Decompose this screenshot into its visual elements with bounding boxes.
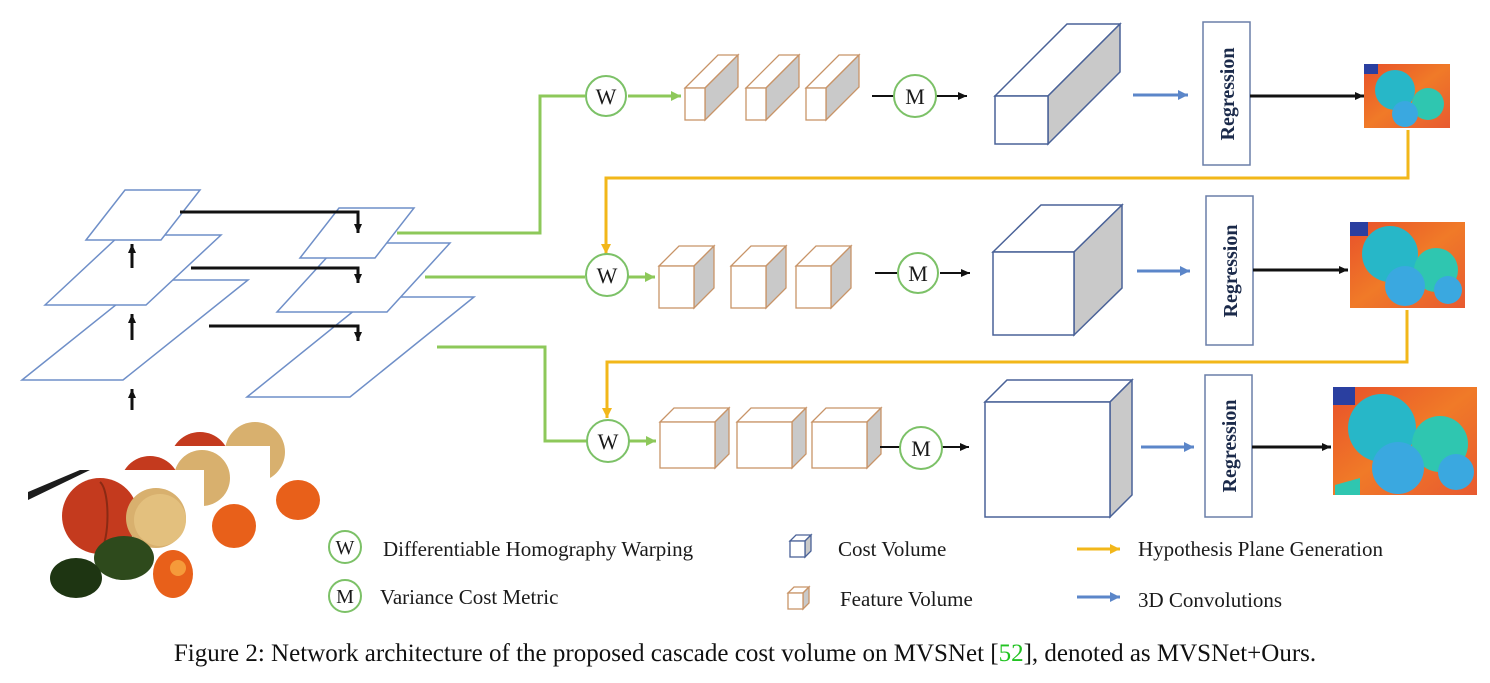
legend-metric-icon <box>328 579 362 613</box>
feature-plane-level-2 <box>275 242 452 313</box>
feature-volume-stage-3-2 <box>735 406 808 470</box>
image-pyramid <box>19 189 251 381</box>
green-branch-stage-3 <box>437 345 587 443</box>
legend-metric: M Variance Cost Metric <box>328 579 558 613</box>
pyramid-plane-level-2 <box>43 234 223 306</box>
legend-conv: 3D Convolutions <box>1077 588 1282 612</box>
warp-icon <box>585 253 629 297</box>
hypothesis-arrows <box>601 130 1410 418</box>
regression-label-stage-3: Regression <box>1219 400 1241 493</box>
cost-volume-stage-2 <box>991 203 1124 337</box>
cost-volume-stage-1 <box>993 22 1122 146</box>
depth-map-stage-3 <box>1333 387 1477 495</box>
feature-volume-stage-1-1 <box>683 53 740 122</box>
legend-feature-volume-label: Feature Volume <box>840 587 973 611</box>
pyramid-plane-level-3 <box>84 189 202 241</box>
metric-icon <box>897 252 939 294</box>
legend-warp-label: Differentiable Homography Warping <box>383 537 694 561</box>
caption-citation[interactable]: 52 <box>998 640 1024 667</box>
warp-icon <box>586 419 630 463</box>
feature-plane-level-1 <box>244 296 477 398</box>
conv-arrows <box>1133 90 1194 452</box>
caption-prefix: Figure 2: Network architecture of the pr… <box>173 640 999 667</box>
warp-circle-stage-3: W <box>586 419 630 463</box>
legend-metric-label: Variance Cost Metric <box>380 585 558 609</box>
feature-volumes <box>657 53 883 470</box>
feature-volume-stage-3-3 <box>810 406 883 470</box>
green-branch-stage-1 <box>397 94 585 235</box>
legend-hypothesis: Hypothesis Plane Generation <box>1077 537 1383 561</box>
feature-volume-icon <box>786 585 811 611</box>
regression-label-stage-2: Regression <box>1220 225 1242 318</box>
warp-symbol-stage-3: W <box>598 429 619 454</box>
metric-symbol-stage-2: M <box>908 261 928 286</box>
warp-circle-stage-1: W <box>585 75 627 117</box>
regression-label-stage-1: Regression <box>1217 48 1239 141</box>
warp-icon <box>585 75 627 117</box>
lateral-arrow-3 <box>209 324 362 341</box>
legend-warp-symbol: W <box>336 537 355 559</box>
lateral-arrow-1 <box>180 210 362 233</box>
figure-caption: Figure 2: Network architecture of the pr… <box>0 640 1490 668</box>
legend: W Differentiable Homography Warping M Va… <box>328 530 1383 613</box>
feature-volume-stage-2-3 <box>794 244 853 310</box>
feature-volume-stage-3-1 <box>658 406 731 470</box>
legend-hypothesis-label: Hypothesis Plane Generation <box>1138 537 1383 561</box>
green-arrows <box>628 91 681 446</box>
green-branches <box>397 94 587 443</box>
legend-conv-label: 3D Convolutions <box>1138 588 1282 612</box>
legend-metric-symbol: M <box>336 586 354 608</box>
feature-volume-stage-2-2 <box>729 244 788 310</box>
metric-arrows <box>872 92 970 451</box>
cost-volumes <box>983 22 1134 519</box>
metric-symbol-stage-1: M <box>905 84 925 109</box>
input-image-1 <box>28 470 204 602</box>
metric-icon <box>893 74 937 118</box>
legend-feature-volume: Feature Volume <box>786 585 973 611</box>
warp-symbol-stage-1: W <box>596 84 617 109</box>
legend-warp: W Differentiable Homography Warping <box>328 530 694 564</box>
lateral-arrow-2 <box>191 266 362 283</box>
metric-symbol-stage-3: M <box>911 436 931 461</box>
metric-circle-stage-3: M <box>899 426 943 470</box>
output-arrows <box>1250 92 1364 451</box>
regression-box-stage-1: Regression <box>1202 21 1251 166</box>
regression-box-stage-2: Regression <box>1205 195 1254 346</box>
yellow-arrow-1-to-2 <box>601 130 1410 254</box>
legend-warp-icon <box>328 530 362 564</box>
input-images <box>28 422 328 602</box>
cost-volume-icon <box>788 533 813 559</box>
operation-circles: W W W M M M <box>585 74 943 470</box>
depth-map-stage-1 <box>1364 64 1450 128</box>
pyramid-plane-level-1 <box>19 279 251 381</box>
warp-symbol-stage-2: W <box>597 263 618 288</box>
regression-box-stage-3: Regression <box>1204 374 1253 518</box>
caption-suffix: ], denoted as MVSNet+Ours. <box>1023 640 1317 667</box>
warp-circle-stage-2: W <box>585 253 629 297</box>
legend-cost-volume-label: Cost Volume <box>838 537 946 561</box>
depth-map-stage-2 <box>1350 222 1465 308</box>
legend-cost-volume: Cost Volume <box>788 533 946 561</box>
regression-boxes: Regression Regression Regression <box>1202 21 1254 518</box>
yellow-arrow-2-to-3 <box>602 310 1409 418</box>
feature-volume-stage-1-2 <box>744 53 801 122</box>
metric-icon <box>899 426 943 470</box>
lateral-connections <box>180 210 362 341</box>
feature-pyramid <box>244 207 477 398</box>
feature-volume-stage-2-1 <box>657 244 716 310</box>
depth-maps <box>1333 64 1477 495</box>
metric-circle-stage-2: M <box>897 252 939 294</box>
cost-volume-stage-3 <box>983 378 1134 519</box>
metric-circle-stage-1: M <box>893 74 937 118</box>
feature-volume-stage-1-3 <box>804 53 861 122</box>
